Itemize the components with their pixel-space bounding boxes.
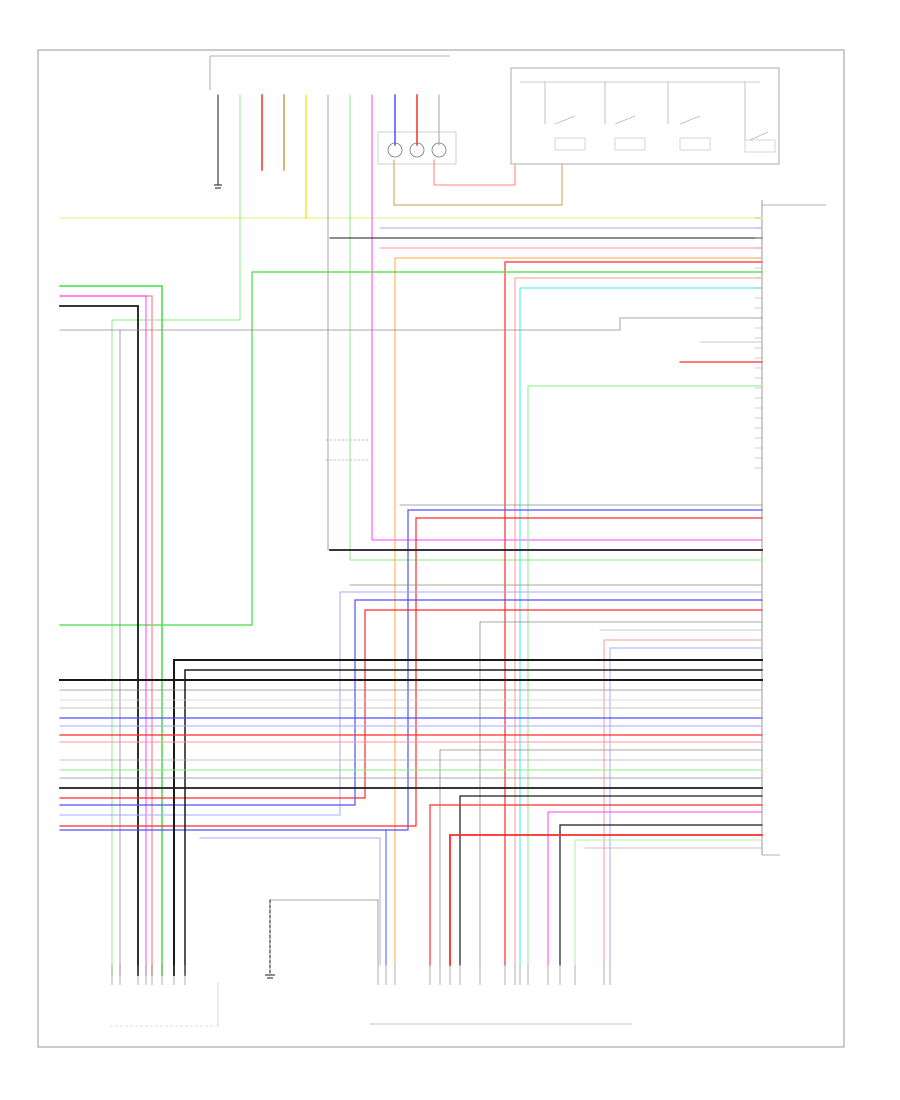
wire-blue-m2 bbox=[59, 591, 763, 816]
wire-black-bus-5 bbox=[459, 795, 763, 966]
wire-blue-m1 bbox=[59, 509, 763, 831]
wire-red-bus-3 bbox=[449, 834, 763, 966]
wire-gray-mid-1 bbox=[119, 317, 763, 331]
wire-gray-bus-3 bbox=[439, 749, 763, 966]
wire-blue-m3 bbox=[59, 599, 763, 806]
wire-black-bus-3 bbox=[184, 669, 763, 976]
wire-orange-h1 bbox=[394, 257, 763, 966]
wire-black-bus-1 bbox=[173, 659, 763, 976]
wire-pink-h2 bbox=[514, 277, 763, 966]
ground-symbol-bottom bbox=[265, 974, 275, 979]
wire-green-left-1 bbox=[59, 285, 163, 976]
wire-tan-loop bbox=[393, 159, 563, 206]
ground-symbol-top bbox=[214, 184, 222, 189]
wire-magenta-top-1 bbox=[371, 94, 763, 541]
wire-green-mid-1 bbox=[527, 385, 763, 966]
wire-red-h1 bbox=[504, 261, 763, 966]
wire-cyan-h1 bbox=[519, 287, 763, 966]
diagram-frame bbox=[37, 49, 845, 1048]
wire-pink-m1 bbox=[603, 639, 763, 966]
wire-red-m1 bbox=[59, 517, 763, 827]
wire-blue-m4 bbox=[609, 647, 763, 966]
wire-black-bus-6 bbox=[559, 824, 763, 966]
wire-green-top-2 bbox=[349, 94, 763, 561]
wire-magenta-left-1 bbox=[59, 295, 147, 976]
wire-magenta-bus bbox=[547, 811, 763, 966]
wire-gray-m3 bbox=[479, 621, 763, 966]
wire-green-bus-2 bbox=[574, 839, 763, 966]
wire-gray-bottom-1 bbox=[269, 899, 379, 966]
wire-red-m2 bbox=[59, 609, 763, 799]
wire-gray-left-1 bbox=[59, 329, 121, 976]
top-connector-block bbox=[209, 55, 450, 90]
wires bbox=[59, 94, 763, 976]
control-unit-pins bbox=[755, 217, 762, 469]
wire-green-h2 bbox=[59, 271, 763, 626]
switch-assembly bbox=[510, 67, 780, 165]
control-unit bbox=[761, 200, 826, 856]
wire-green-top-1 bbox=[111, 94, 241, 976]
wire-red-bus-2 bbox=[429, 804, 763, 966]
wire-red-short bbox=[433, 159, 516, 186]
wire-black-left-1 bbox=[59, 305, 139, 976]
bottom-connector-pins bbox=[111, 965, 611, 985]
wire-lightblue-bottom bbox=[199, 837, 381, 966]
